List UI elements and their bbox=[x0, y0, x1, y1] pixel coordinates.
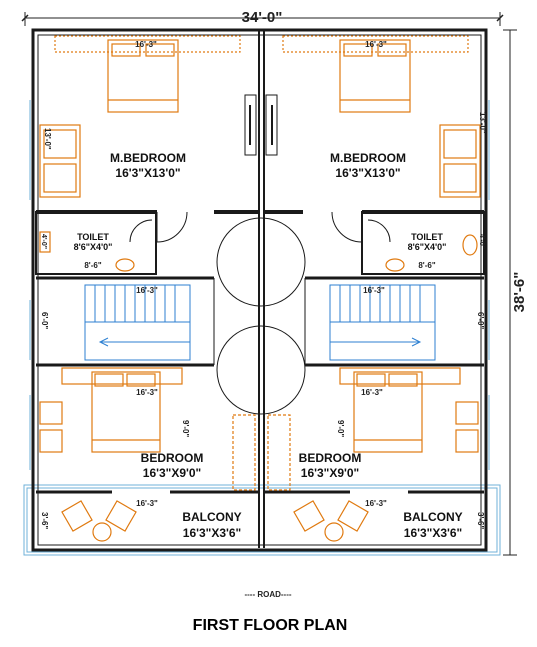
center-sliding-doors bbox=[244, 94, 278, 156]
balcony-left-name: BALCONY bbox=[182, 510, 241, 524]
bedroom-left-height-dim: 9'-0" bbox=[181, 420, 190, 437]
plan-title: FIRST FLOOR PLAN bbox=[193, 617, 348, 634]
bedroom-left-size: 16'3"X9'0" bbox=[143, 466, 201, 480]
stairs bbox=[84, 284, 436, 361]
toilet-left-width-dim: 8'-6" bbox=[84, 261, 101, 270]
bedroom-right-name: BEDROOM bbox=[299, 451, 362, 465]
stair-left-height-dim: 6'-0" bbox=[40, 312, 49, 329]
balcony-left-height-dim: 3'-6" bbox=[40, 512, 49, 529]
toilet-left-size: 8'6"X4'0" bbox=[74, 242, 113, 252]
overall-depth-label: 38'-6" bbox=[511, 272, 528, 313]
master-right-name: M.BEDROOM bbox=[330, 151, 406, 165]
bedroom-left-width-dim: 16'-3" bbox=[136, 388, 158, 397]
bedroom-left-name: BEDROOM bbox=[141, 451, 204, 465]
bed-left-width-dim: 16'-3" bbox=[135, 40, 157, 49]
balcony-left-width-dim: 16'-3" bbox=[136, 499, 158, 508]
toilet-right-size: 8'6"X4'0" bbox=[408, 242, 447, 252]
overall-width-label: 34'-0" bbox=[242, 9, 283, 26]
overall-depth-dimension: 38'-6" bbox=[503, 29, 528, 556]
balcony-left-size: 16'3"X3'6" bbox=[183, 526, 241, 540]
master-left-size: 16'3"X13'0" bbox=[115, 166, 180, 180]
stair-left-width-dim: 16'-3" bbox=[136, 286, 158, 295]
toilet-left-height-dim: 4'-0" bbox=[40, 234, 47, 249]
stair-right-width-dim: 16'-3" bbox=[363, 286, 385, 295]
furniture bbox=[39, 35, 481, 542]
master-left-height-dim: 13'-0" bbox=[43, 128, 52, 150]
balcony-right-name: BALCONY bbox=[403, 510, 462, 524]
door-swings bbox=[129, 211, 391, 243]
master-right-size: 16'3"X13'0" bbox=[335, 166, 400, 180]
window-strips bbox=[23, 100, 501, 556]
bedroom-right-height-dim: 9'-0" bbox=[336, 420, 345, 437]
balcony-right-size: 16'3"X3'6" bbox=[404, 526, 462, 540]
balcony-right-width-dim: 16'-3" bbox=[365, 499, 387, 508]
bedroom-right-width-dim: 16'-3" bbox=[361, 388, 383, 397]
road-label: ---- ROAD---- bbox=[244, 590, 291, 599]
master-left-name: M.BEDROOM bbox=[110, 151, 186, 165]
toilet-right-height-dim: 4'-0" bbox=[478, 234, 485, 249]
bedroom-right-size: 16'3"X9'0" bbox=[301, 466, 359, 480]
lobby-circles bbox=[216, 217, 306, 415]
walls bbox=[31, 28, 488, 552]
stair-right-height-dim: 6'-0" bbox=[476, 312, 485, 329]
bed-right-width-dim: 16'-3" bbox=[365, 40, 387, 49]
balcony-right-height-dim: 3'-6" bbox=[476, 512, 485, 529]
toilet-left-name: TOILET bbox=[77, 232, 109, 242]
toilet-right-width-dim: 8'-6" bbox=[418, 261, 435, 270]
master-right-height-dim: 13'-0" bbox=[478, 112, 487, 134]
toilet-right-name: TOILET bbox=[411, 232, 443, 242]
overall-width-dimension: 34'-0" bbox=[21, 9, 504, 26]
